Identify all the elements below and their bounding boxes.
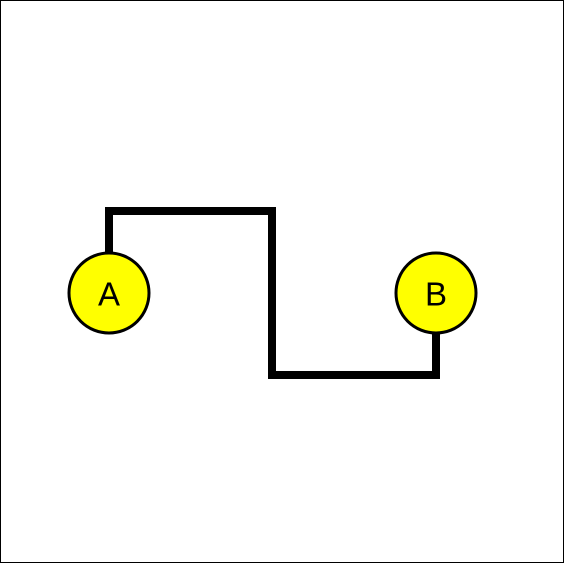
connector-a-b	[105, 207, 440, 379]
node-a: A	[67, 251, 151, 335]
node-a-label: A	[98, 276, 120, 313]
node-a-circle	[67, 251, 151, 335]
node-b: B	[394, 251, 478, 335]
node-b-circle	[394, 251, 478, 335]
node-b-label: B	[425, 276, 447, 313]
